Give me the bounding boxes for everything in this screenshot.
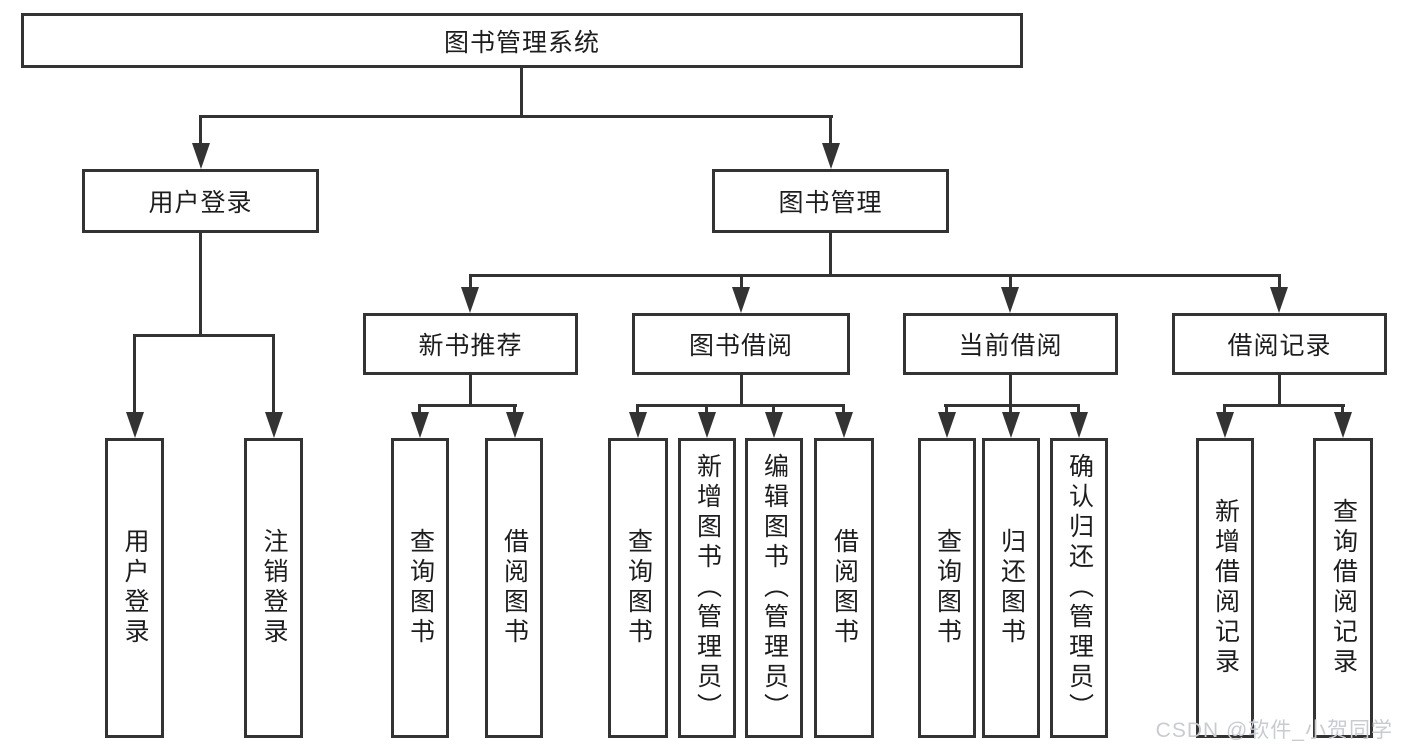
leaf-logout: 注销登录 <box>244 438 303 738</box>
leaf-query-book-borrow: 查询图书 <box>608 438 668 738</box>
connector-line <box>1278 274 1281 290</box>
arrowhead-icon <box>732 287 750 313</box>
node-book-management-label: 图书管理 <box>778 189 883 217</box>
leaf-user-login: 用户登录 <box>105 438 164 738</box>
leaf-query-book-current-label: 查询图书 <box>933 528 962 648</box>
connector-line <box>469 274 472 290</box>
leaf-query-book-recommend-label: 查询图书 <box>406 528 435 648</box>
connector-line <box>636 404 639 414</box>
connector-line <box>1009 404 1012 414</box>
connector-line <box>944 404 1080 407</box>
connector-line <box>772 404 775 414</box>
leaf-query-book-borrow-label: 查询图书 <box>624 528 653 648</box>
node-root: 图书管理系统 <box>21 13 1023 68</box>
connector-line <box>637 404 845 407</box>
arrowhead-icon <box>629 412 647 438</box>
leaf-query-book-current: 查询图书 <box>918 438 976 738</box>
leaf-user-login-label: 用户登录 <box>121 528 149 648</box>
connector-line <box>469 274 1281 277</box>
node-borrow-records-label: 借阅记录 <box>1227 332 1332 360</box>
arrowhead-icon <box>835 412 853 438</box>
node-new-book-recommend-label: 新书推荐 <box>418 332 523 360</box>
connector-line <box>1341 404 1344 414</box>
node-current-borrow: 当前借阅 <box>903 313 1118 375</box>
node-book-borrow: 图书借阅 <box>632 313 850 375</box>
connector-line <box>199 115 833 118</box>
leaf-return-book-label: 归还图书 <box>997 528 1026 648</box>
arrowhead-icon <box>938 412 956 438</box>
connector-line <box>829 115 832 147</box>
node-borrow-records: 借阅记录 <box>1172 313 1387 375</box>
leaf-borrow-book-recommend: 借阅图书 <box>485 438 543 738</box>
arrowhead-icon <box>1001 287 1019 313</box>
arrowhead-icon <box>698 412 716 438</box>
arrowhead-icon <box>822 143 840 169</box>
arrowhead-icon <box>1070 412 1088 438</box>
leaf-query-book-recommend: 查询图书 <box>391 438 449 738</box>
connector-line <box>520 66 523 117</box>
connector-line <box>418 404 421 414</box>
connector-line <box>1278 375 1281 406</box>
connector-line <box>513 404 516 414</box>
leaf-logout-label: 注销登录 <box>260 528 288 648</box>
connector-line <box>1224 404 1345 407</box>
connector-line <box>133 334 136 414</box>
leaf-borrow-book-recommend-label: 借阅图书 <box>500 528 529 648</box>
leaf-confirm-return-admin-label: 确认归还（管理员） <box>1065 453 1094 723</box>
leaf-return-book: 归还图书 <box>982 438 1040 738</box>
connector-line <box>199 115 202 147</box>
leaf-borrow-book-label: 借阅图书 <box>830 528 859 648</box>
connector-line <box>740 375 743 406</box>
node-book-management: 图书管理 <box>712 169 949 233</box>
leaf-borrow-book: 借阅图书 <box>814 438 874 738</box>
connector-line <box>705 404 708 414</box>
connector-line <box>842 404 845 414</box>
connector-line <box>199 233 202 336</box>
connector-line <box>740 274 743 290</box>
connector-line <box>469 375 472 406</box>
arrowhead-icon <box>1002 412 1020 438</box>
node-book-borrow-label: 图书借阅 <box>688 332 793 360</box>
arrowhead-icon <box>192 143 210 169</box>
leaf-edit-book-admin: 编辑图书（管理员） <box>745 438 803 738</box>
node-current-borrow-label: 当前借阅 <box>958 332 1063 360</box>
leaf-edit-book-admin-label: 编辑图书（管理员） <box>760 453 789 723</box>
node-user-login-label: 用户登录 <box>148 189 253 217</box>
leaf-confirm-return-admin: 确认归还（管理员） <box>1050 438 1108 738</box>
connector-line <box>1077 404 1080 414</box>
arrowhead-icon <box>1334 412 1352 438</box>
arrowhead-icon <box>506 412 524 438</box>
node-new-book-recommend: 新书推荐 <box>363 313 578 375</box>
node-root-label: 图书管理系统 <box>443 28 600 57</box>
connector-line <box>1223 404 1226 414</box>
leaf-add-borrow-record: 新增借阅记录 <box>1196 438 1254 738</box>
connector-line <box>945 404 948 414</box>
connector-line <box>1009 274 1012 290</box>
arrowhead-icon <box>1270 287 1288 313</box>
node-user-login: 用户登录 <box>82 169 319 233</box>
connector-line <box>133 334 275 337</box>
connector-line <box>1009 375 1012 406</box>
connector-line <box>272 334 275 414</box>
arrowhead-icon <box>765 412 783 438</box>
leaf-query-borrow-record-label: 查询借阅记录 <box>1329 498 1358 678</box>
connector-line <box>418 404 517 407</box>
leaf-add-book-admin: 新增图书（管理员） <box>678 438 736 738</box>
leaf-query-borrow-record: 查询借阅记录 <box>1313 438 1373 738</box>
leaf-add-book-admin-label: 新增图书（管理员） <box>693 453 722 723</box>
leaf-add-borrow-record-label: 新增借阅记录 <box>1211 498 1240 678</box>
arrowhead-icon <box>411 412 429 438</box>
arrowhead-icon <box>1216 412 1234 438</box>
arrowhead-icon <box>461 287 479 313</box>
arrowhead-icon <box>265 412 283 438</box>
watermark: CSDN @软件_小贺同学 <box>1155 719 1393 742</box>
arrowhead-icon <box>126 412 144 438</box>
connector-line <box>829 233 832 276</box>
